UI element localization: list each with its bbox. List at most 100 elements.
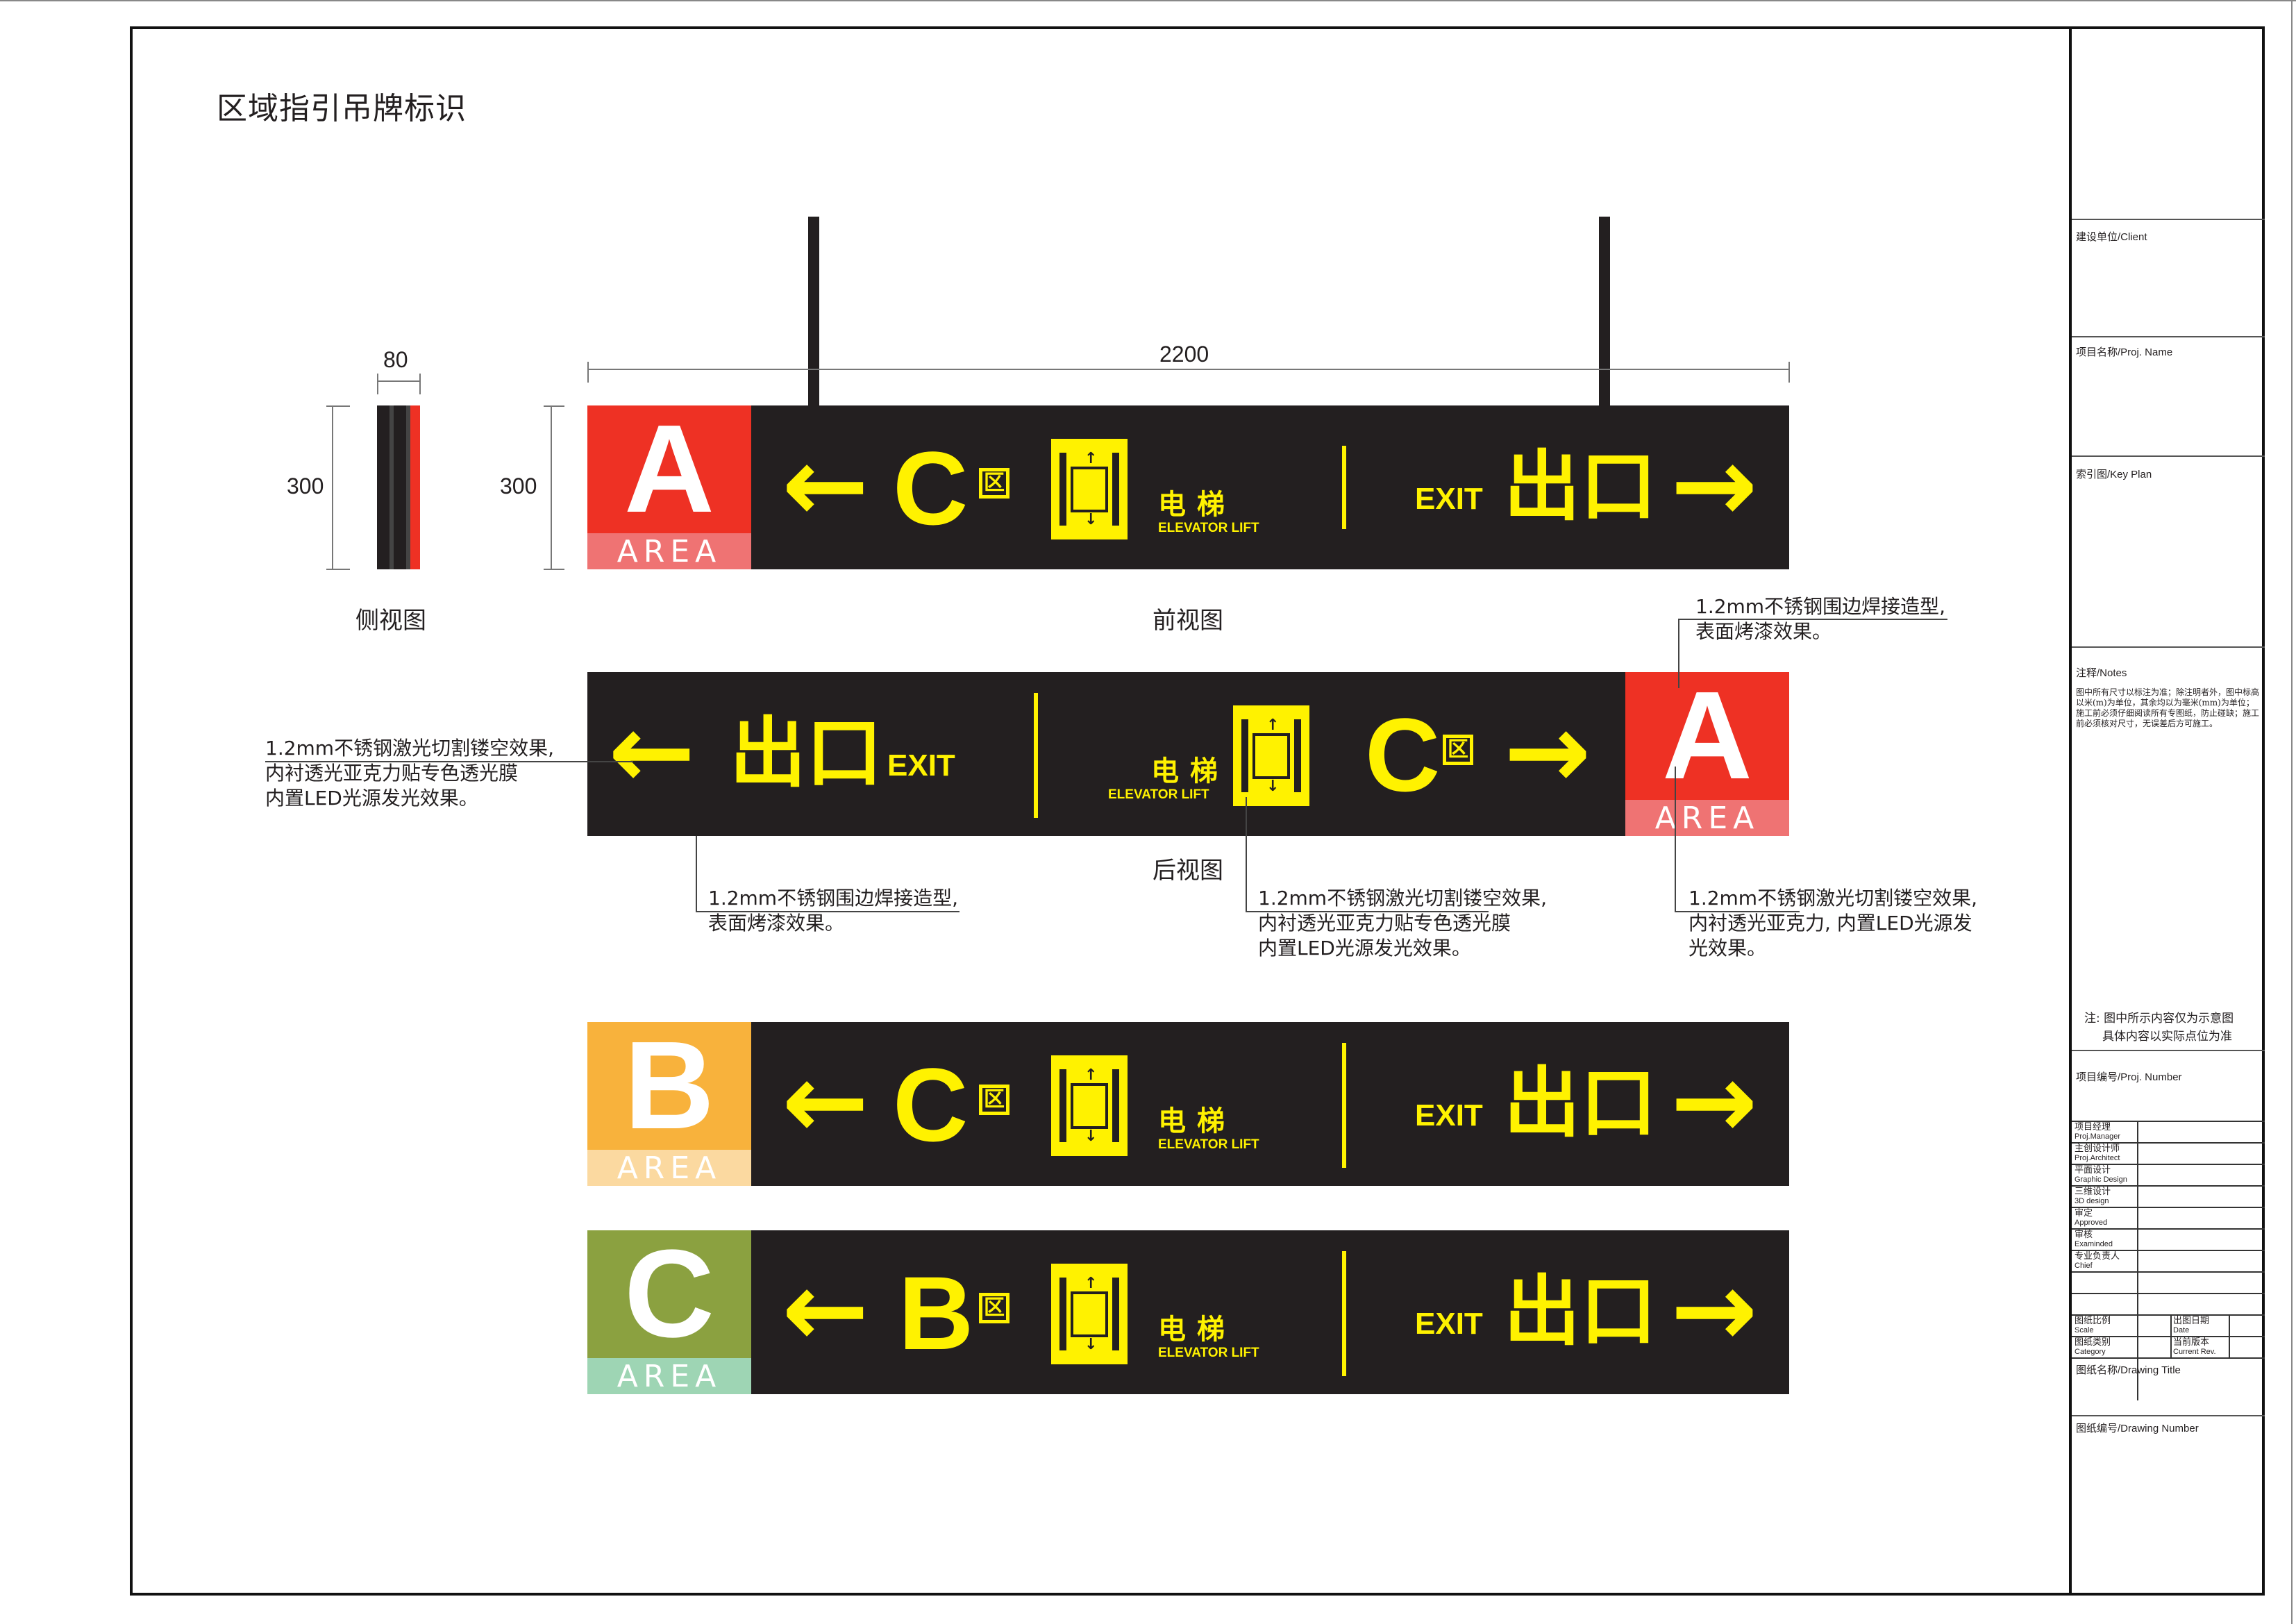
tb-divider xyxy=(2072,1050,2265,1051)
exit-label-en: EXIT xyxy=(1415,482,1483,516)
page-title: 区域指引吊牌标识 xyxy=(217,91,467,126)
side-panel-front xyxy=(410,405,420,569)
sign-back-a: ← 出口 EXIT 电梯 ELEVATOR LIFT ↑↓ C 区 → A AR… xyxy=(587,672,1789,836)
note-line: 内置LED光源发光效果。 xyxy=(265,787,478,810)
area-band: AREA xyxy=(1625,800,1789,836)
leader-line xyxy=(1675,911,1800,912)
arrow-right-icon: → xyxy=(1670,1250,1758,1371)
zone-char: 区 xyxy=(1443,735,1473,765)
zone-char: 区 xyxy=(979,468,1009,499)
tb-col-sep xyxy=(2170,1314,2172,1357)
dim-tick xyxy=(326,405,350,407)
leader-line xyxy=(265,761,633,762)
side-gap xyxy=(389,405,394,569)
tb-role-row xyxy=(2072,1293,2265,1316)
lift-label-cn: 电梯 xyxy=(1158,1314,1236,1346)
arrow-left-icon: ← xyxy=(608,692,696,812)
elevator-icon: ↑↓ xyxy=(1051,1055,1128,1156)
dim-front-height: 300 xyxy=(500,474,537,499)
tb-role-row xyxy=(2072,1271,2265,1294)
tb-notes-label: 注释/Notes xyxy=(2076,667,2127,679)
area-letter: C xyxy=(624,1224,714,1364)
leader-line xyxy=(696,911,960,912)
dim-tick xyxy=(544,405,564,407)
note-line: 1.2mm不锈钢围边焊接造型, xyxy=(1695,595,1945,618)
exit-label-cn: 出口 xyxy=(730,709,882,798)
dim-front-width: 2200 xyxy=(1159,342,1209,367)
lift-label-en: ELEVATOR LIFT xyxy=(1158,1346,1259,1360)
dim-tick xyxy=(1788,362,1790,383)
area-panel-a: A AREA xyxy=(587,405,751,569)
sheet-edge-top xyxy=(0,0,2296,1)
leader-line xyxy=(1678,619,1947,620)
note-line: 1.2mm不锈钢围边焊接造型, xyxy=(708,887,958,910)
tb-divider xyxy=(2072,219,2265,220)
zone-letter: C xyxy=(893,1046,969,1163)
sign-divider xyxy=(1034,693,1038,818)
elevator-icon: ↑↓ xyxy=(1051,1264,1128,1364)
dim-line xyxy=(551,405,552,569)
note-line: 表面烤漆效果。 xyxy=(1695,620,1832,643)
lift-label-en: ELEVATOR LIFT xyxy=(1158,1137,1259,1152)
dim-tick xyxy=(326,569,350,570)
elevator-icon: ↑↓ xyxy=(1051,439,1128,539)
side-gap xyxy=(406,405,410,569)
hanger-rod-left xyxy=(808,217,819,405)
lift-label-cn: 电梯 xyxy=(1151,755,1229,787)
arrow-left-icon: ← xyxy=(782,425,869,546)
tb-client-label: 建设单位/Client xyxy=(2076,231,2147,243)
title-block: 建设单位/Client 项目名称/Proj. Name 索引图/Key Plan… xyxy=(2069,26,2265,1596)
drawing-frame xyxy=(130,26,2265,1596)
arrow-right-icon: → xyxy=(1504,692,1591,812)
lift-label-en: ELEVATOR LIFT xyxy=(1108,787,1209,802)
zone-char: 区 xyxy=(979,1293,1009,1323)
dim-line xyxy=(332,405,333,569)
area-panel-b: B AREA xyxy=(587,1022,751,1186)
zone-char: 区 xyxy=(979,1085,1009,1115)
exit-label-cn: 出口 xyxy=(1504,442,1657,531)
tb-drawing-title-label: 图纸名称/Drawing Title xyxy=(2076,1364,2181,1376)
exit-label-cn: 出口 xyxy=(1504,1059,1657,1148)
dim-side-width: 80 xyxy=(383,347,408,372)
note-line: 1.2mm不锈钢激光切割镂空效果, xyxy=(265,737,554,760)
tb-key-plan-label: 索引图/Key Plan xyxy=(2076,469,2152,480)
hanger-rod-right xyxy=(1599,217,1610,405)
arrow-left-icon: ← xyxy=(782,1041,869,1162)
area-panel-a: A AREA xyxy=(1625,672,1789,836)
dim-tick xyxy=(419,374,421,394)
lift-label-cn: 电梯 xyxy=(1158,1105,1236,1137)
note-line: 1.2mm不锈钢激光切割镂空效果, xyxy=(1689,887,1977,910)
note-line: 1.2mm不锈钢激光切割镂空效果, xyxy=(1258,887,1547,910)
tb-drawing-number-label: 图纸编号/Drawing Number xyxy=(2076,1423,2199,1434)
side-view-caption: 侧视图 xyxy=(355,607,426,635)
dim-line xyxy=(377,380,420,382)
dim-tick xyxy=(587,362,589,383)
zone-letter: B xyxy=(898,1255,974,1371)
sign-front-b: B AREA ← C 区 ↑↓ 电梯 ELEVATOR LIFT EXIT 出口… xyxy=(587,1022,1789,1186)
leader-line xyxy=(1246,911,1489,912)
leader-line xyxy=(1246,797,1247,912)
tb-col-sep xyxy=(2137,1121,2138,1400)
zone-letter: C xyxy=(1365,696,1441,813)
note-line: 表面烤漆效果。 xyxy=(708,912,845,935)
sign-divider xyxy=(1342,1043,1346,1168)
sheet-edge-right xyxy=(2291,0,2293,1624)
front-view-caption: 前视图 xyxy=(1153,607,1223,635)
leader-line xyxy=(1678,619,1679,688)
sign-front-a: A AREA ← C 区 ↑↓ 电梯 ELEVATOR LIFT EXIT 出口… xyxy=(587,405,1789,569)
arrow-right-icon: → xyxy=(1670,425,1758,546)
side-panel-back xyxy=(377,405,389,569)
arrow-left-icon: ← xyxy=(782,1250,869,1371)
dim-tick xyxy=(377,374,378,394)
tb-divider xyxy=(2072,1415,2265,1416)
tb-notes-text: 图中所有尺寸以标注为准；除注明者外，图中标高以米(m)为单位，其余均以为毫米(m… xyxy=(2076,687,2260,728)
exit-label-en: EXIT xyxy=(1415,1307,1483,1341)
side-panel-mid xyxy=(394,405,406,569)
